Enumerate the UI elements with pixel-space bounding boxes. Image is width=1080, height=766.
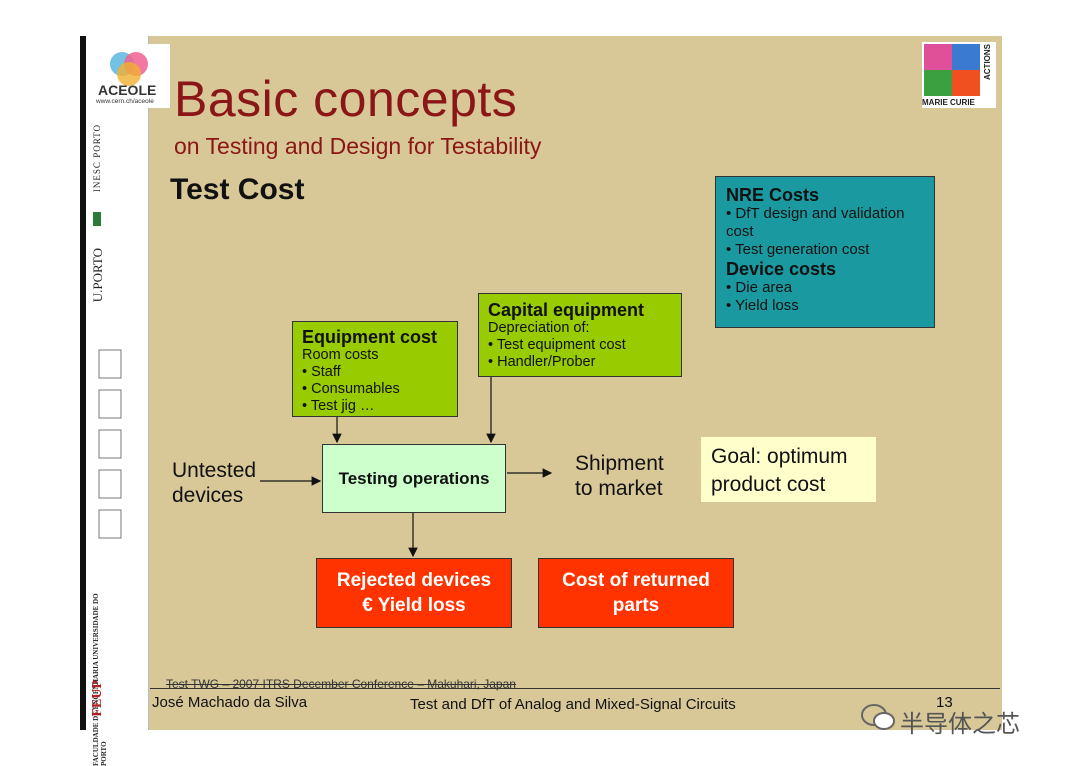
capital-heading: Capital equipment [488, 300, 645, 320]
untested-devices-label: Untested devices [172, 458, 256, 508]
nre-item-testgen: • Test generation cost [726, 241, 870, 258]
nre-item-dft: • DfT design and validation [726, 205, 905, 222]
returned-line-1: Cost of returned [562, 570, 710, 591]
nre-costs-box: NRE Costs • DfT design and validation co… [715, 176, 935, 328]
shipment-line-1: Shipment [575, 452, 664, 475]
device-item-yield: • Yield loss [726, 297, 799, 314]
page-number: 13 [936, 694, 953, 711]
equipment-line-2: • Staff [302, 364, 341, 380]
aceole-url: www.cern.ch/aceole [96, 98, 154, 105]
testing-operations-box: Testing operations [322, 444, 506, 513]
returned-parts-box: Cost of returned parts [538, 558, 734, 628]
capital-line-3: • Handler/Prober [488, 354, 596, 370]
goal-box: Goal: optimum product cost [701, 437, 876, 502]
equipment-line-3: • Consumables [302, 381, 400, 397]
untested-line-1: Untested [172, 459, 257, 482]
rejected-devices-box: Rejected devices € Yield loss [316, 558, 512, 628]
wechat-icon [860, 702, 896, 732]
aceole-circles-icon [110, 52, 148, 86]
capital-line-2: • Test equipment cost [488, 337, 626, 353]
goal-line-2: product cost [711, 473, 826, 496]
institution-sidebar [80, 36, 149, 730]
nre-item-dft-cont: cost [726, 223, 754, 240]
untested-line-2: devices [172, 484, 244, 507]
footer-divider [150, 688, 1000, 689]
footer-conference: Test TWG – 2007 ITRS December Conference… [166, 677, 516, 691]
capital-line-1: Depreciation of: [488, 320, 590, 336]
marie-curie-logo: MARIE CURIE ACTIONS [922, 42, 996, 108]
equipment-heading: Equipment cost [302, 327, 438, 347]
capital-equipment-box: Capital equipment Depreciation of: • Tes… [478, 293, 682, 377]
returned-line-2: parts [612, 595, 660, 616]
watermark-text: 半导体之芯 [900, 710, 1020, 738]
device-costs-heading: Device costs [726, 259, 837, 279]
page-title: Basic concepts [174, 71, 518, 127]
marie-curie-portraits-icon [924, 44, 980, 96]
sidebar-strip [80, 36, 86, 730]
shipment-label: Shipment to market [575, 451, 664, 501]
footer-author: José Machado da Silva [152, 694, 308, 711]
nre-heading: NRE Costs [726, 185, 820, 205]
page-subtitle: on Testing and Design for Testability [174, 133, 542, 159]
goal-line-1: Goal: optimum [711, 445, 848, 468]
equipment-line-4: • Test jig … [302, 398, 375, 414]
footer-course-title: Test and DfT of Analog and Mixed-Signal … [410, 696, 736, 713]
rejected-line-2: € Yield loss [362, 595, 466, 616]
section-heading: Test Cost [170, 173, 305, 206]
equipment-cost-box: Equipment cost Room costs • Staff • Cons… [292, 321, 458, 417]
equipment-line-1: Room costs [302, 347, 379, 363]
inesc-mark-icon [93, 212, 101, 226]
aceole-name: ACEOLE [98, 82, 157, 98]
aceole-logo: ACEOLE www.cern.ch/aceole [90, 44, 170, 108]
rejected-line-1: Rejected devices [336, 570, 492, 591]
building-illustration-icon [95, 345, 125, 545]
device-item-die: • Die area [726, 279, 793, 296]
shipment-line-2: to market [575, 477, 663, 500]
marie-curie-text: MARIE CURIE [922, 98, 975, 107]
